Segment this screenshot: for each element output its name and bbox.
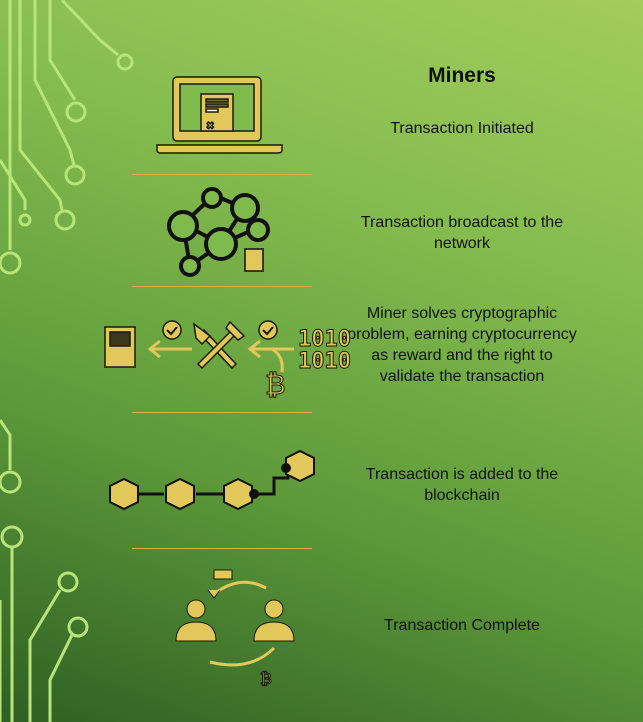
circuit-decoration xyxy=(0,0,134,722)
laptop-document-icon: ✖ xyxy=(156,76,283,154)
svg-text:✖: ✖ xyxy=(206,121,214,132)
binary-text: 1010 xyxy=(298,349,351,374)
step-5-text: Transaction Complete xyxy=(384,617,540,634)
bitcoin-symbol: ₿ xyxy=(260,669,272,688)
mining-icon: ₿ 1010 1010 xyxy=(104,320,351,402)
divider xyxy=(132,412,312,413)
step-2-text: Transaction broadcast to the network xyxy=(360,214,564,252)
exchange-icon: ₿ xyxy=(175,569,295,689)
step-1-text: Transaction Initiated xyxy=(390,120,534,137)
diagram-title: Miners xyxy=(428,64,496,87)
network-icon xyxy=(167,187,270,277)
step-3-text: Miner solves cryptographic problem, earn… xyxy=(347,305,577,385)
bitcoin-symbol: ₿ xyxy=(265,368,286,401)
blockchain-icon xyxy=(109,449,315,511)
binary-text: 1010 xyxy=(298,327,351,352)
divider xyxy=(132,548,312,549)
divider xyxy=(132,286,312,287)
step-4-text: Transaction is added to the blockchain xyxy=(365,466,559,504)
divider xyxy=(132,174,312,175)
